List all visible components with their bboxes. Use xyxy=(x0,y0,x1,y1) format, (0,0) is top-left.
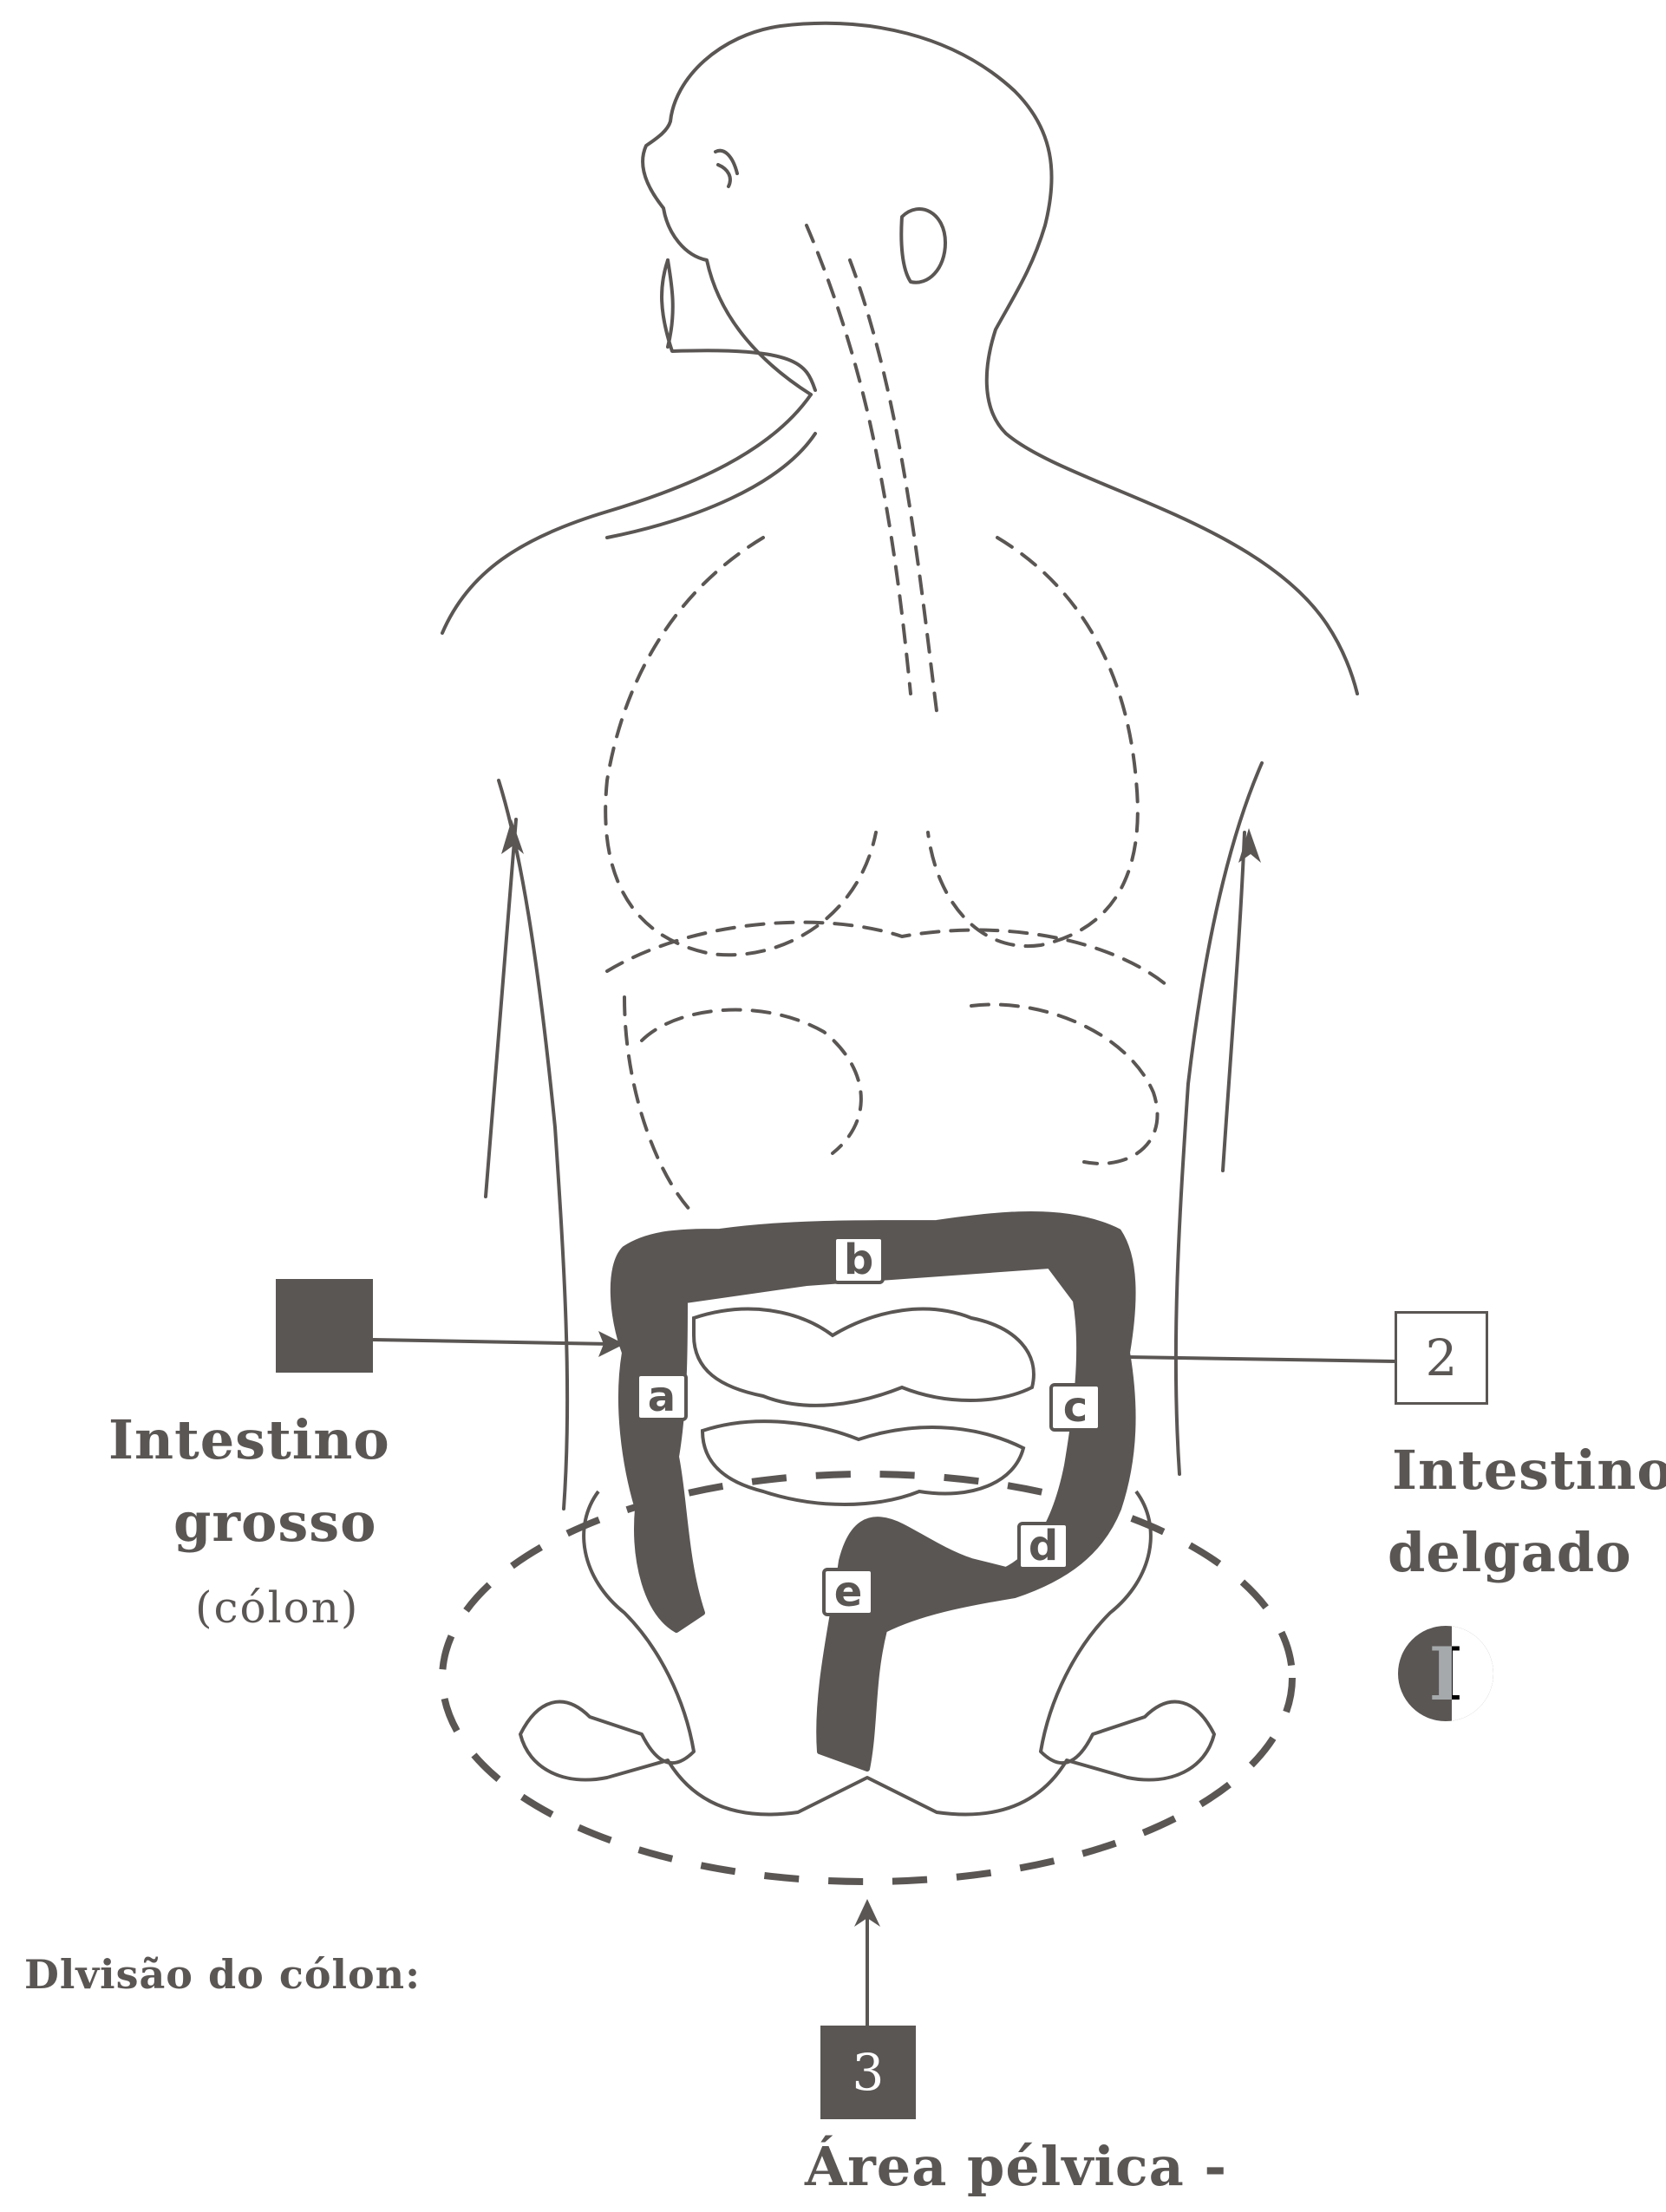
small-intestine-loops xyxy=(694,1309,1034,1504)
right-lung-dashed xyxy=(928,538,1138,946)
large-intestine-marker xyxy=(276,1279,373,1373)
body-outline xyxy=(643,23,1357,694)
colon-segment-a: a xyxy=(636,1373,688,1421)
small-intestine-pointer xyxy=(1127,1357,1395,1361)
pelvic-marker: 3 xyxy=(820,2026,916,2119)
large-intestine-label: Intestino xyxy=(108,1413,390,1467)
colon-segment-c: c xyxy=(1049,1383,1101,1432)
liver-dashed xyxy=(624,997,694,1214)
right-torso xyxy=(1176,763,1262,1474)
right-arm-line xyxy=(1223,832,1245,1171)
large-intestine-pointer xyxy=(373,1340,611,1344)
colon-division-label: Dlvisão do cólon: xyxy=(24,1951,421,1998)
neck-front xyxy=(662,260,815,390)
stomach-dashed xyxy=(642,1004,1158,1163)
colon-segment-d: d xyxy=(1017,1522,1069,1570)
small-intestine-marker: 2 xyxy=(1395,1311,1488,1405)
left-arm-line xyxy=(486,819,516,1197)
diaphragm-dashed xyxy=(607,923,1171,989)
left-lung-dashed xyxy=(605,538,876,955)
right-arm-arrowhead xyxy=(1238,828,1261,863)
ear xyxy=(901,209,945,283)
esophagus-dashed xyxy=(850,260,937,711)
large-intestine-label-2: grosso xyxy=(173,1496,377,1550)
trachea-dashed xyxy=(807,225,911,694)
small-intestine-label: Intestino xyxy=(1392,1444,1666,1498)
small-intestine-label-2: delgado xyxy=(1388,1526,1632,1580)
pelvic-area-label: Área pélvica - xyxy=(805,2140,1227,2194)
colon-segment-b: b xyxy=(833,1236,885,1284)
large-intestine-sublabel: (cólon) xyxy=(195,1582,359,1633)
left-shoulder xyxy=(442,395,815,633)
eye xyxy=(715,151,737,186)
colon-segment-e: e xyxy=(822,1568,874,1616)
small-intestine-glyph: I xyxy=(1398,1626,1493,1721)
